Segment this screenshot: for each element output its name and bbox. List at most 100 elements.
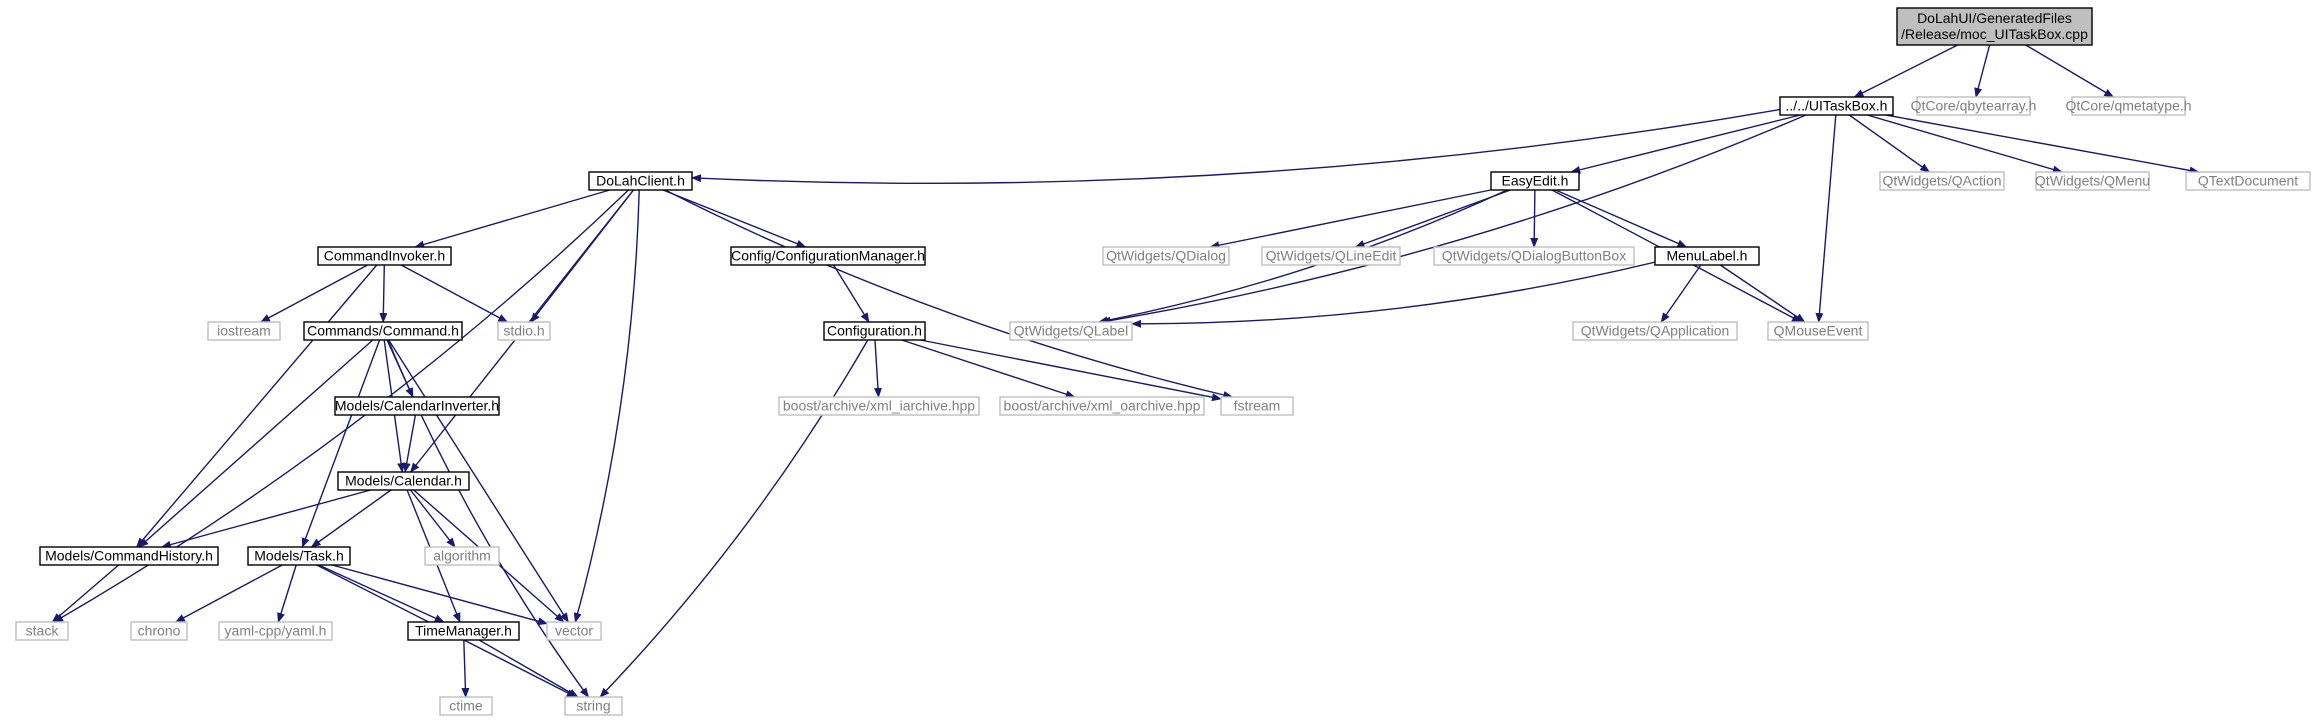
node-box-calendarinverter: [334, 396, 500, 416]
node-root[interactable]: DoLahUI/GeneratedFiles/Release/moc_UITas…: [1896, 7, 2093, 46]
node-commandinvoker[interactable]: CommandInvoker.h: [317, 246, 452, 266]
node-qlabel[interactable]: QtWidgets/QLabel: [1009, 321, 1133, 341]
node-label-yaml: yaml-cpp/yaml.h: [225, 623, 327, 639]
node-chrono[interactable]: chrono: [130, 621, 188, 641]
node-configmanager[interactable]: Config/ConfigurationManager.h: [730, 246, 926, 266]
edge-dolahclient-to-configmanager: [662, 189, 807, 248]
node-label-fstream: fstream: [1234, 398, 1281, 414]
node-box-qlabel: [1009, 321, 1133, 341]
edge-command-to-task: [301, 339, 381, 548]
node-box-qaction: [1879, 171, 2005, 191]
node-algorithm[interactable]: algorithm: [424, 546, 500, 566]
node-label-menulabel: MenuLabel.h: [1667, 248, 1748, 264]
node-box-qtextdocument: [2185, 171, 2311, 191]
node-task[interactable]: Models/Task.h: [247, 546, 351, 566]
node-qapplication[interactable]: QtWidgets/QApplication: [1572, 321, 1738, 341]
node-commandhistory[interactable]: Models/CommandHistory.h: [39, 546, 219, 566]
node-uitaskbox[interactable]: ../../UITaskBox.h: [1779, 96, 1894, 116]
edge-calendar-to-algorithm: [409, 489, 456, 548]
node-qaction[interactable]: QtWidgets/QAction: [1879, 171, 2005, 191]
node-box-qdialog: [1102, 246, 1230, 266]
edge-uitaskbox-to-qmenu: [1867, 114, 2063, 174]
node-box-xml_oarchive: [999, 396, 1205, 416]
node-label-configuration: Configuration.h: [827, 323, 922, 339]
edge-task-to-timemanager: [318, 564, 445, 623]
edge-uitaskbox-to-dolahclient: [691, 108, 1781, 185]
node-box-timemanager: [407, 621, 520, 641]
node-label-timemanager: TimeManager.h: [415, 623, 512, 639]
node-calendar[interactable]: Models/Calendar.h: [337, 471, 470, 491]
node-qlineedit[interactable]: QtWidgets/QLineEdit: [1261, 246, 1401, 266]
node-box-qmouseevent: [1767, 321, 1869, 341]
node-stdio[interactable]: stdio.h: [497, 321, 551, 341]
node-command[interactable]: Commands/Command.h: [303, 321, 463, 341]
edge-dolahclient-to-commandinvoker: [414, 189, 610, 249]
node-label-uitaskbox: ../../UITaskBox.h: [1786, 98, 1888, 114]
node-easyedit[interactable]: EasyEdit.h: [1490, 171, 1580, 191]
node-string[interactable]: string: [564, 696, 623, 716]
edge-configmanager-to-configuration: [833, 264, 870, 323]
node-label-qbytearray: QtCore/qbytearray.h: [1911, 98, 2037, 114]
node-qmenu[interactable]: QtWidgets/QMenu: [2035, 171, 2150, 191]
node-qdialog[interactable]: QtWidgets/QDialog: [1102, 246, 1230, 266]
node-label-commandinvoker: CommandInvoker.h: [324, 248, 445, 264]
node-label-easyedit: EasyEdit.h: [1502, 173, 1569, 189]
node-timemanager[interactable]: TimeManager.h: [407, 621, 520, 641]
edge-menulabel-to-qmouseevent: [1719, 264, 1806, 323]
edge-command-to-commandhistory: [138, 339, 374, 548]
nodes-layer: DoLahUI/GeneratedFiles/Release/moc_UITas…: [15, 7, 2311, 716]
edge-dolahclient-to-vector: [573, 189, 640, 623]
edge-task-to-vector: [331, 564, 548, 626]
node-box-commandinvoker: [317, 246, 452, 266]
edge-task-to-yaml: [277, 564, 297, 623]
node-box-dolahclient: [588, 171, 693, 191]
node-ctime[interactable]: ctime: [439, 696, 493, 716]
node-xml_oarchive[interactable]: boost/archive/xml_oarchive.hpp: [999, 396, 1205, 416]
node-stack[interactable]: stack: [15, 621, 69, 641]
node-label-root: DoLahUI/GeneratedFiles: [1917, 10, 2072, 26]
edge-easyedit-to-qlineedit: [1354, 189, 1511, 248]
node-box-xml_iarchive: [778, 396, 980, 416]
node-qmetatype[interactable]: QtCore/qmetatype.h: [2065, 96, 2192, 116]
node-label-root: /Release/moc_UITaskBox.cpp: [1901, 26, 2088, 42]
edge-dolahclient-to-fstream: [664, 189, 1234, 399]
node-yaml[interactable]: yaml-cpp/yaml.h: [218, 621, 333, 641]
edge-uitaskbox-to-qmouseevent: [1815, 114, 1837, 323]
edge-calendar-to-task: [310, 489, 392, 548]
node-qtextdocument[interactable]: QTextDocument: [2185, 171, 2311, 191]
node-label-qlineedit: QtWidgets/QLineEdit: [1266, 248, 1397, 264]
node-qbytearray[interactable]: QtCore/qbytearray.h: [1911, 96, 2037, 116]
node-label-qlabel: QtWidgets/QLabel: [1014, 323, 1128, 339]
node-calendarinverter[interactable]: Models/CalendarInverter.h: [334, 396, 500, 416]
edge-uitaskbox-to-qlabel: [1100, 114, 1807, 325]
node-box-task: [247, 546, 351, 566]
node-label-vector: vector: [555, 623, 593, 639]
edge-easyedit-to-menulabel: [1555, 189, 1688, 248]
node-vector[interactable]: vector: [546, 621, 602, 641]
node-box-stack: [15, 621, 69, 641]
node-label-stdio: stdio.h: [503, 323, 544, 339]
node-label-qaction: QtWidgets/QAction: [1882, 173, 2001, 189]
node-qmouseevent[interactable]: QMouseEvent: [1767, 321, 1869, 341]
node-iostream[interactable]: iostream: [207, 321, 281, 341]
node-label-configmanager: Config/ConfigurationManager.h: [731, 248, 925, 264]
node-box-vector: [546, 621, 602, 641]
node-label-task: Models/Task.h: [254, 548, 343, 564]
edge-commandinvoker-to-command: [379, 264, 388, 323]
node-xml_iarchive[interactable]: boost/archive/xml_iarchive.hpp: [778, 396, 980, 416]
node-box-qapplication: [1572, 321, 1738, 341]
node-configuration[interactable]: Configuration.h: [823, 321, 926, 341]
edge-uitaskbox-to-qaction: [1848, 114, 1931, 173]
edge-timemanager-to-string: [478, 639, 579, 698]
node-fstream[interactable]: fstream: [1220, 396, 1294, 416]
node-label-qdialogbuttonbox: QtWidgets/QDialogButtonBox: [1442, 248, 1626, 264]
node-qdialogbuttonbox[interactable]: QtWidgets/QDialogButtonBox: [1433, 246, 1635, 266]
edge-command-to-string: [387, 339, 589, 698]
node-dolahclient[interactable]: DoLahClient.h: [588, 171, 693, 191]
node-box-stdio: [497, 321, 551, 341]
edge-configuration-to-xml_iarchive: [873, 339, 882, 398]
node-box-configuration: [823, 321, 926, 341]
node-menulabel[interactable]: MenuLabel.h: [1654, 246, 1760, 266]
node-box-qbytearray: [1916, 96, 2031, 116]
